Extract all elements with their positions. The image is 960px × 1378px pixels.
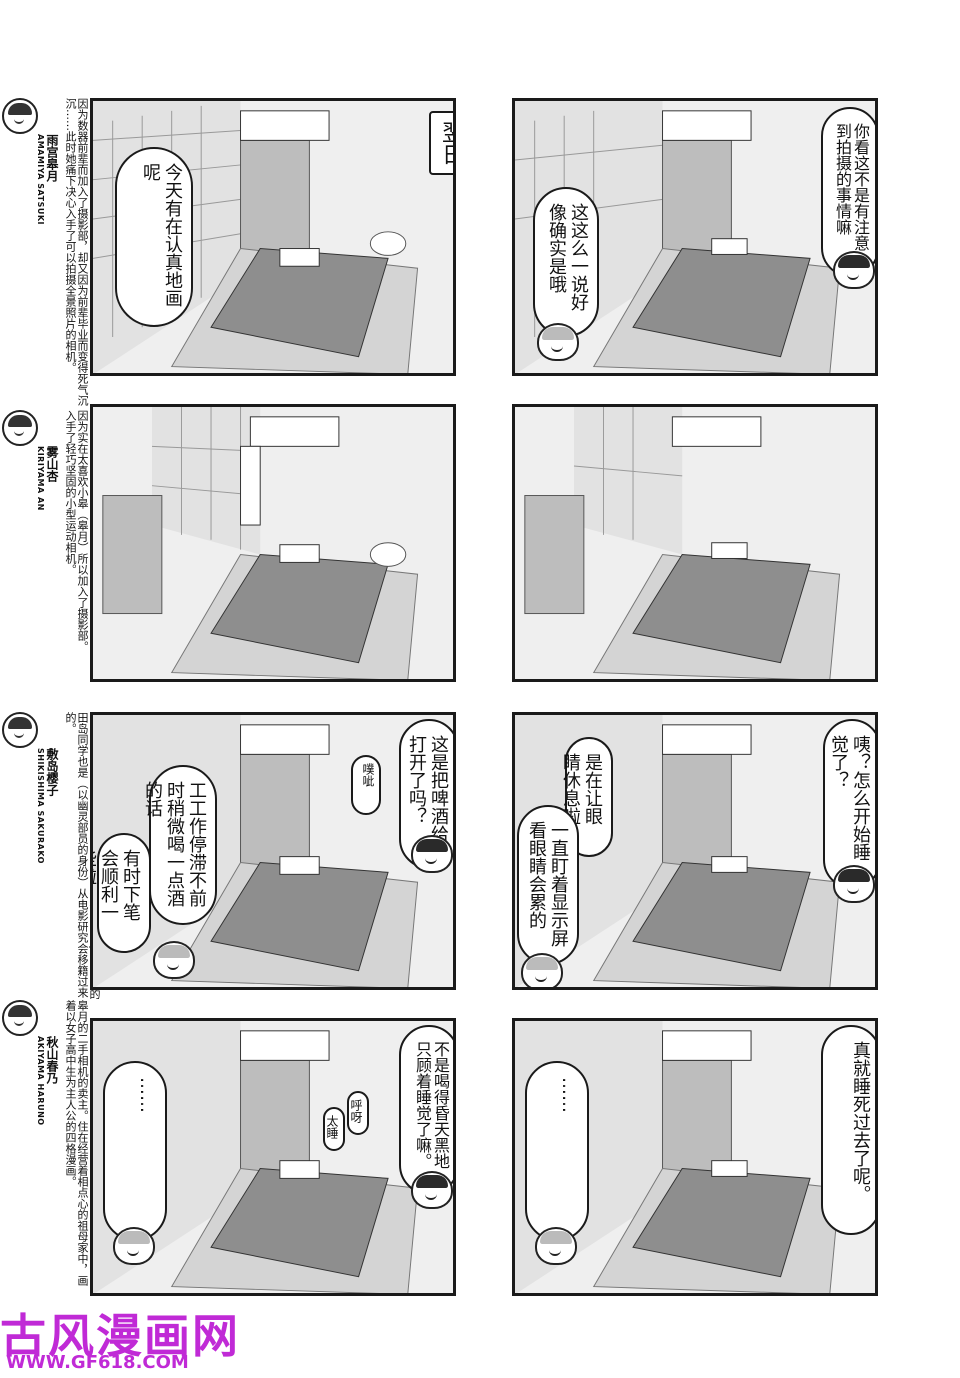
speech-bubble: 不是喝得昏天黑地只顾着睡觉了嘛。 (399, 1025, 453, 1195)
speech-bubble: 咦？怎么开始睡觉了？ (823, 719, 875, 889)
character-roman-name: AKIYAMA HARUNO (36, 1036, 45, 1126)
comic-panel-3 (90, 404, 456, 682)
speech-bubble: 真就睡死过去了呢。 (821, 1025, 875, 1235)
character-chibi-icon (537, 323, 579, 361)
avatar (2, 98, 38, 134)
character-name: 雾山杏 (45, 446, 59, 482)
speech-bubble: 今天有在认真地画呢 (115, 147, 193, 327)
speech-bubble: 这这么一说好像确实是哦 (533, 187, 599, 337)
speech-bubble: 你看这不是有注意到拍摄的事情嘛 (821, 107, 875, 277)
character-roman-name: KIRIYAMA AN (36, 446, 45, 511)
character-name: 秋山春乃 (45, 1036, 59, 1084)
watermark-url[interactable]: WWW.GF618.COM (6, 1352, 189, 1373)
character-description: 因为数器前辈而加入了摄影部，却又因为前辈毕业而变得死气沉沉……此时她痛下决心入手… (64, 98, 89, 406)
sound-effect: 呼呀 (347, 1091, 369, 1135)
sound-effect: 太睡 (323, 1107, 345, 1151)
character-roman-name: AMAMIYA SATSUKI (36, 134, 45, 226)
watermark-title: 古风漫画网 (0, 1309, 240, 1363)
caption-box: 翌日 (429, 111, 453, 175)
speech-bubble: 是在让眼睛休息啦 (560, 737, 613, 857)
avatar (2, 712, 38, 748)
comic-panel-1: 翌日 今天有在认真地画呢 (90, 98, 456, 376)
comic-panel-5: 这是把啤酒给打开了吗？ 噗呲 工工作停滞不前时稍微喝一点酒的话 有时下笔会顺利一… (90, 712, 456, 990)
character-note-an: KIRIYAMA AN 雾山杏 因为实在太喜欢小皋（皋月）所以加入了摄影部。入手… (0, 410, 89, 660)
speech-bubble: …… (103, 1061, 167, 1241)
room-illustration (515, 715, 875, 987)
character-description: 因为实在太喜欢小皋（皋月）所以加入了摄影部。入手了轻巧坚固的小型运动相机。 (64, 410, 89, 652)
character-chibi-icon (113, 1227, 155, 1265)
character-chibi-icon (833, 865, 875, 903)
character-description: 皋月的二手相机的卖主。住在经营着相点心的祖母家中，画着以女子高中生为主人公的四格… (64, 1000, 89, 1286)
character-name: 敷岛樱子 (45, 748, 59, 796)
sound-effect: 噗呲 (351, 755, 381, 815)
room-illustration (515, 407, 875, 679)
character-note-sakurako: SHIKISHIMA SAKURAKO 敷岛樱子 濒临废部的电影研究会的部长。顺… (0, 712, 101, 1002)
character-chibi-icon (153, 941, 195, 979)
speech-bubble: 有时下笔会顺利一些啦 (93, 833, 151, 953)
comic-panel-7: 不是喝得昏天黑地只顾着睡觉了嘛。 呼呀 太睡 …… (90, 1018, 456, 1296)
character-chibi-icon (535, 1227, 577, 1265)
comic-panel-8: 真就睡死过去了呢。 …… (512, 1018, 878, 1296)
avatar (2, 1000, 38, 1036)
comic-panel-2: 你看这不是有注意到拍摄的事情嘛 这这么一说好像确实是哦 (512, 98, 878, 376)
comic-panel-6: 咦？怎么开始睡觉了？ 是在让眼睛休息啦 一直盯着显示屏看眼睛会累的 (512, 712, 878, 990)
character-roman-name: SHIKISHIMA SAKURAKO (36, 748, 45, 864)
character-chibi-icon (411, 1171, 453, 1209)
character-note-satsuki: AMAMIYA SATSUKI 雨宫皋月 因为数器前辈而加入了摄影部，却又因为前… (0, 98, 89, 428)
character-chibi-icon (411, 835, 453, 873)
speech-bubble: …… (525, 1061, 589, 1241)
character-note-haruno: AKIYAMA HARUNO 秋山春乃 皋月的二手相机的卖主。住在经营着相点心的… (0, 1000, 89, 1290)
room-illustration (93, 407, 453, 679)
character-chibi-icon (833, 251, 875, 289)
character-name: 雨宫皋月 (45, 134, 59, 182)
speech-bubble: 一直盯着显示屏看眼睛会累的 (517, 805, 579, 965)
avatar (2, 410, 38, 446)
speech-bubble: 工工作停滞不前时稍微喝一点酒的话 (142, 765, 217, 925)
comic-panel-4 (512, 404, 878, 682)
character-chibi-icon (521, 953, 563, 987)
